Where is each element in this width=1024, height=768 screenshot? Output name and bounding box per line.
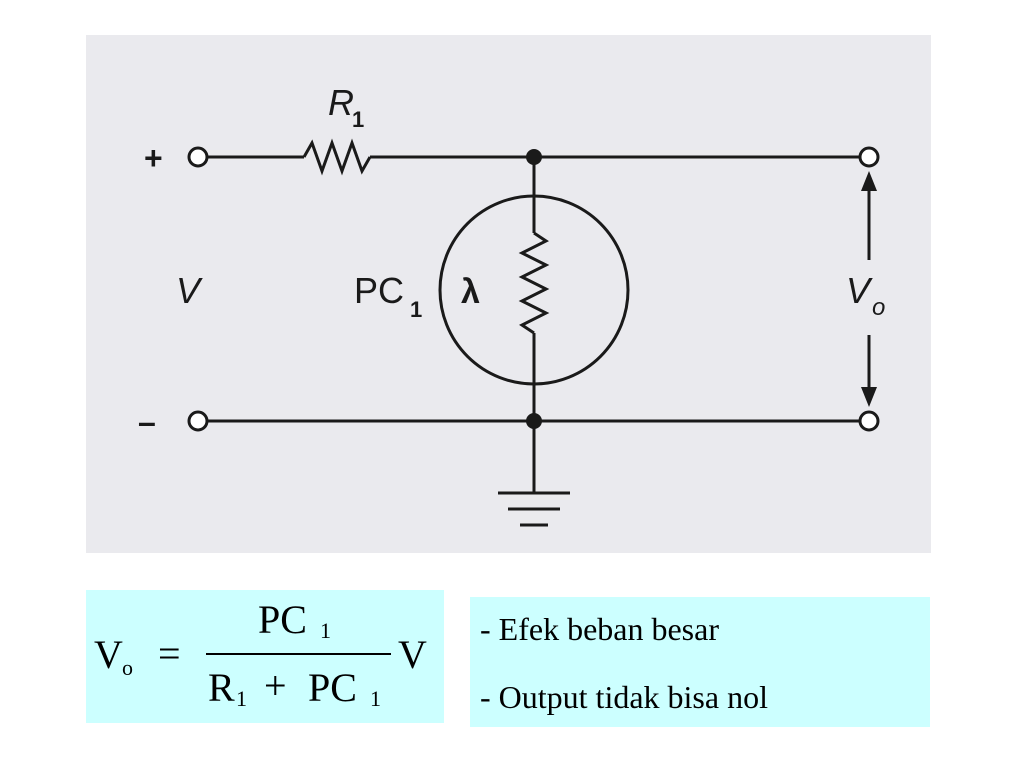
photocell-resistor-symbol xyxy=(518,231,550,335)
note-output-nonzero: - Output tidak bisa nol xyxy=(480,679,768,715)
circuit-diagram: + – V R 1 PC 1 λ V o xyxy=(86,35,931,553)
formula-denominator-pc-sub: 1 xyxy=(370,686,381,711)
photocell-label-sub: 1 xyxy=(410,297,422,322)
plus-label: + xyxy=(144,140,163,176)
note-load-effect: - Efek beban besar xyxy=(480,611,719,647)
vo-arrow-up-icon xyxy=(861,171,877,191)
formula-denominator-r: R xyxy=(208,665,235,710)
formula-lhs: V xyxy=(94,632,123,677)
resistor-r1-symbol xyxy=(302,138,372,176)
formula-equals: = xyxy=(158,631,181,676)
formula-rhs: V xyxy=(398,632,427,677)
terminal-output-bottom xyxy=(858,410,880,432)
terminal-output-top xyxy=(858,146,880,168)
formula-denominator-plus: + xyxy=(264,663,287,708)
minus-label: – xyxy=(138,404,156,440)
formula-lhs-sub: o xyxy=(122,655,133,680)
input-voltage-label: V xyxy=(176,270,203,311)
terminal-input-negative xyxy=(187,410,209,432)
notes-box: - Efek beban besar - Output tidak bisa n… xyxy=(470,597,930,727)
formula-numerator-sub: 1 xyxy=(320,618,331,643)
junction-bottom xyxy=(526,413,542,429)
circuit-svg: + – V R 1 PC 1 λ V o xyxy=(138,82,885,527)
formula-box: V o = PC 1 R 1 + PC 1 V xyxy=(86,590,444,723)
terminal-input-positive xyxy=(187,146,209,168)
vo-arrow-down-icon xyxy=(861,387,877,407)
resistor-label: R xyxy=(328,82,354,123)
photocell-label: PC xyxy=(354,270,404,311)
lambda-label: λ xyxy=(461,273,480,311)
junction-top xyxy=(526,149,542,165)
output-voltage-sub: o xyxy=(872,294,885,321)
resistor-label-sub: 1 xyxy=(352,107,364,132)
formula-denominator-pc: PC xyxy=(308,665,357,710)
formula-denominator-r-sub: 1 xyxy=(236,686,247,711)
fraction-line xyxy=(206,653,391,655)
formula-numerator: PC xyxy=(258,597,307,642)
output-voltage-label: V xyxy=(846,270,873,311)
